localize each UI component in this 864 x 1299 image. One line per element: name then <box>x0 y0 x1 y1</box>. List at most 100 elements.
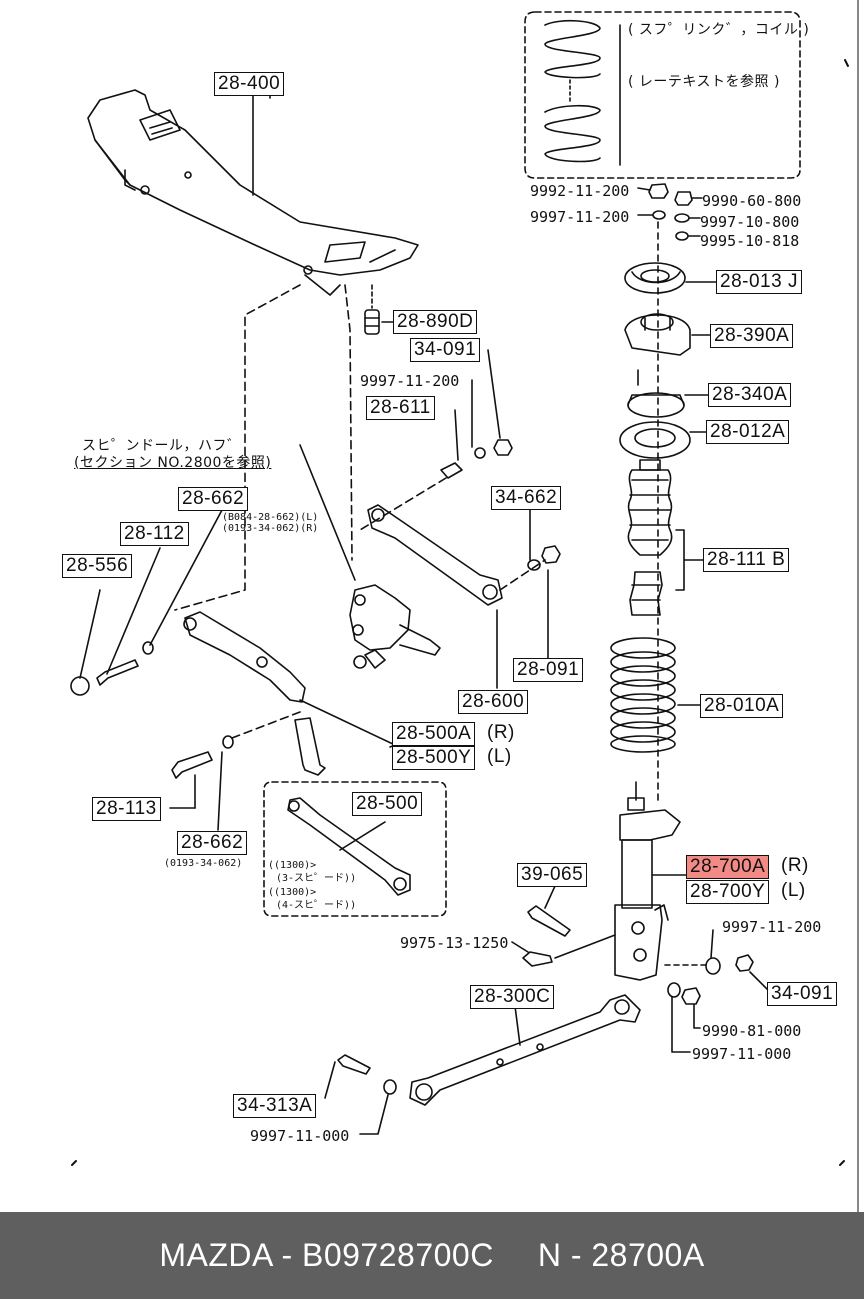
section-ref-note[interactable]: (セクション NO.2800を参照) <box>74 455 272 471</box>
trailing-arm-icon <box>183 611 306 703</box>
part-label-34-662[interactable]: 34-662 <box>491 486 562 510</box>
washer-icon <box>142 641 154 655</box>
side-l: (L) <box>487 746 512 767</box>
variant-note-2b: (4-スヒ゜ード)) <box>276 900 357 911</box>
bolt-icon <box>337 1054 371 1075</box>
bolt-icon <box>440 462 463 479</box>
trailing-link-icon <box>409 994 641 1106</box>
side-r: (R) <box>487 722 515 743</box>
cap-icon <box>70 676 90 696</box>
spring-seat-icon <box>624 262 686 294</box>
washer-icon <box>674 213 690 223</box>
parts-diagram: 28-400 28-890D 34-091 9997-11-200 28-611… <box>62 0 859 1212</box>
part-label-9992-11-200[interactable]: 9992-11-200 <box>530 182 630 200</box>
part-label-28-500[interactable]: 28-500 <box>352 792 423 816</box>
part-label-28-012A[interactable]: 28-012A <box>706 420 790 444</box>
part-label-9975-13-1250[interactable]: 9975-13-1250 <box>400 934 509 952</box>
part-label-28-400[interactable]: 28-400 <box>214 72 285 96</box>
ref-note-b: (0193-34-062) <box>164 858 243 869</box>
part-label-34-091-b[interactable]: 34-091 <box>767 982 838 1006</box>
side-l-2: (L) <box>781 880 806 901</box>
bolt-icon <box>96 659 139 686</box>
spring-note-box <box>524 11 801 179</box>
part-label-9997-11-200[interactable]: 9997-11-200 <box>360 372 460 390</box>
footer-part-number: MAZDA - B09728700C <box>159 1237 494 1273</box>
bolt-icon <box>171 751 213 779</box>
coil-spring-icon <box>610 637 676 753</box>
part-label-28-390A[interactable]: 28-390A <box>710 324 794 348</box>
part-label-28-500Y[interactable]: 28-500Y <box>392 746 476 770</box>
part-label-9995-10-818[interactable]: 9995-10-818 <box>700 232 800 250</box>
washer-icon <box>474 447 486 459</box>
upper-mount-icon <box>627 369 685 418</box>
part-label-28-700Y[interactable]: 28-700Y <box>686 880 770 904</box>
ref-note-r: (0193-34-062)(R) <box>222 523 319 534</box>
part-label-28-700A-highlighted[interactable]: 28-700A <box>686 855 770 879</box>
spring-coil-note: ( スフ゜リンク゛，コイル ) <box>628 22 810 38</box>
strut-icon <box>614 781 681 981</box>
nut-icon <box>648 183 669 199</box>
part-label-9990-60-800[interactable]: 9990-60-800 <box>702 192 802 210</box>
lateral-link-icon <box>367 504 503 606</box>
nut-icon <box>541 545 561 564</box>
nut-icon <box>681 987 701 1005</box>
part-label-28-611[interactable]: 28-611 <box>366 396 435 420</box>
nut-icon <box>493 439 513 456</box>
part-label-9997-10-800[interactable]: 9997-10-800 <box>700 213 800 231</box>
part-label-9997-11-200-c[interactable]: 9997-11-200 <box>722 918 822 936</box>
variant-note-1b: (3-スヒ゜ード)) <box>276 873 357 884</box>
mount-icon <box>624 313 691 356</box>
nut-icon <box>674 191 693 206</box>
part-label-28-113[interactable]: 28-113 <box>92 797 161 821</box>
part-label-34-313A[interactable]: 34-313A <box>233 1094 317 1118</box>
footer-bar: MAZDA - B09728700C N - 28700A <box>0 1212 864 1299</box>
part-label-9997-11-000-b[interactable]: 9997-11-000 <box>692 1045 792 1063</box>
part-label-28-662-b[interactable]: 28-662 <box>177 831 248 855</box>
link-variant-icon <box>287 797 411 896</box>
washer-icon <box>705 957 721 975</box>
arrow-icon <box>294 717 326 776</box>
spring-coil-icon <box>544 19 621 166</box>
bolt-icon <box>522 951 553 967</box>
part-label-34-091[interactable]: 34-091 <box>410 338 481 362</box>
part-label-9990-81-000[interactable]: 9990-81-000 <box>702 1022 802 1040</box>
washer-icon <box>383 1079 397 1095</box>
crossmember-icon <box>87 89 419 296</box>
washer-icon <box>527 559 541 571</box>
part-label-28-600[interactable]: 28-600 <box>458 690 529 714</box>
part-label-28-890D[interactable]: 28-890D <box>393 310 478 334</box>
part-label-28-300C[interactable]: 28-300C <box>470 985 555 1009</box>
nut-icon <box>735 954 754 972</box>
washer-icon <box>675 231 689 241</box>
ref-note-l: (B084-28-662)(L) <box>222 512 319 523</box>
bump-stopper-icon <box>627 459 673 556</box>
part-label-28-340A[interactable]: 28-340A <box>708 383 792 407</box>
washer-icon <box>652 210 666 220</box>
part-label-28-556[interactable]: 28-556 <box>62 554 133 578</box>
bolt-icon <box>527 905 571 937</box>
part-label-28-111B[interactable]: 28-111 B <box>703 548 790 572</box>
part-label-28-013J[interactable]: 28-013 J <box>716 270 802 294</box>
part-label-28-010A[interactable]: 28-010A <box>700 694 784 718</box>
insulator-icon <box>619 421 691 459</box>
washer-icon <box>222 735 234 749</box>
variant-note-2: ((1300)> <box>268 887 317 898</box>
bushing-icon <box>364 309 380 335</box>
diagram-drawing <box>70 0 859 1212</box>
side-r-2: (R) <box>781 855 809 876</box>
variant-note-1: ((1300)> <box>268 860 317 871</box>
part-label-39-065[interactable]: 39-065 <box>517 863 588 887</box>
part-label-28-500A[interactable]: 28-500A <box>392 722 476 746</box>
washer-icon <box>667 982 681 998</box>
part-label-9997-11-200-b[interactable]: 9997-11-200 <box>530 208 630 226</box>
part-label-28-091[interactable]: 28-091 <box>513 658 584 682</box>
part-label-9997-11-000[interactable]: 9997-11-000 <box>250 1127 350 1145</box>
variant-box <box>263 781 447 917</box>
spindle-hub-note: スヒ゜ンドール，ハフ゛ <box>82 438 242 454</box>
spindle-icon <box>349 584 441 669</box>
part-label-28-112[interactable]: 28-112 <box>120 522 189 546</box>
part-label-28-662[interactable]: 28-662 <box>178 487 249 511</box>
footer-catalog-number: N - 28700A <box>537 1237 705 1273</box>
see-text-note: ( レーテキストを参照 ) <box>628 74 780 90</box>
dust-boot-icon <box>629 571 663 616</box>
